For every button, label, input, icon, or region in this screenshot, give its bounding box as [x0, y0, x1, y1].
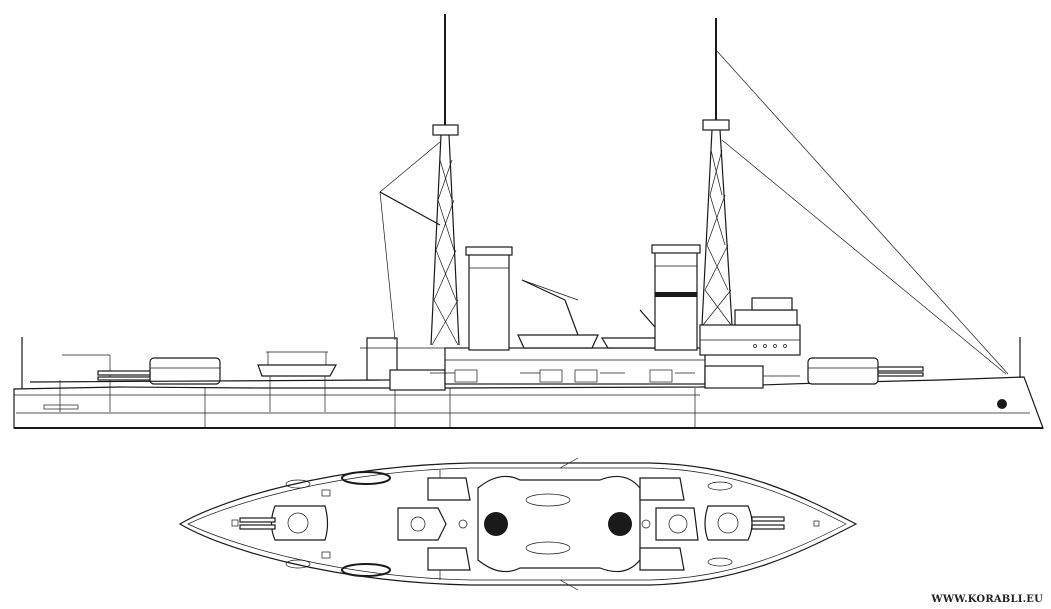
forward-funnel [651, 244, 701, 351]
forward-main-turret [807, 357, 924, 385]
aft-mast [379, 14, 460, 346]
plan-forward-wing-turrets [639, 477, 699, 571]
forward-mast [701, 18, 1009, 375]
boat-aft [257, 364, 338, 377]
hull-side [13, 376, 1044, 429]
aft-main-turret [97, 357, 221, 385]
plan-view [178, 457, 858, 591]
forward-bridge [699, 297, 801, 356]
plan-aft-wing-turrets [397, 470, 471, 580]
aft-funnel [465, 246, 513, 351]
side-profile [13, 14, 1044, 429]
watermark-text: WWW.KORABLI.EU [931, 594, 1043, 605]
bow-emblem [997, 399, 1007, 409]
plan-forward-turret [704, 505, 785, 541]
midship-boats [517, 279, 669, 349]
plan-aft-turret [239, 505, 329, 541]
plan-superstructure [477, 457, 641, 591]
